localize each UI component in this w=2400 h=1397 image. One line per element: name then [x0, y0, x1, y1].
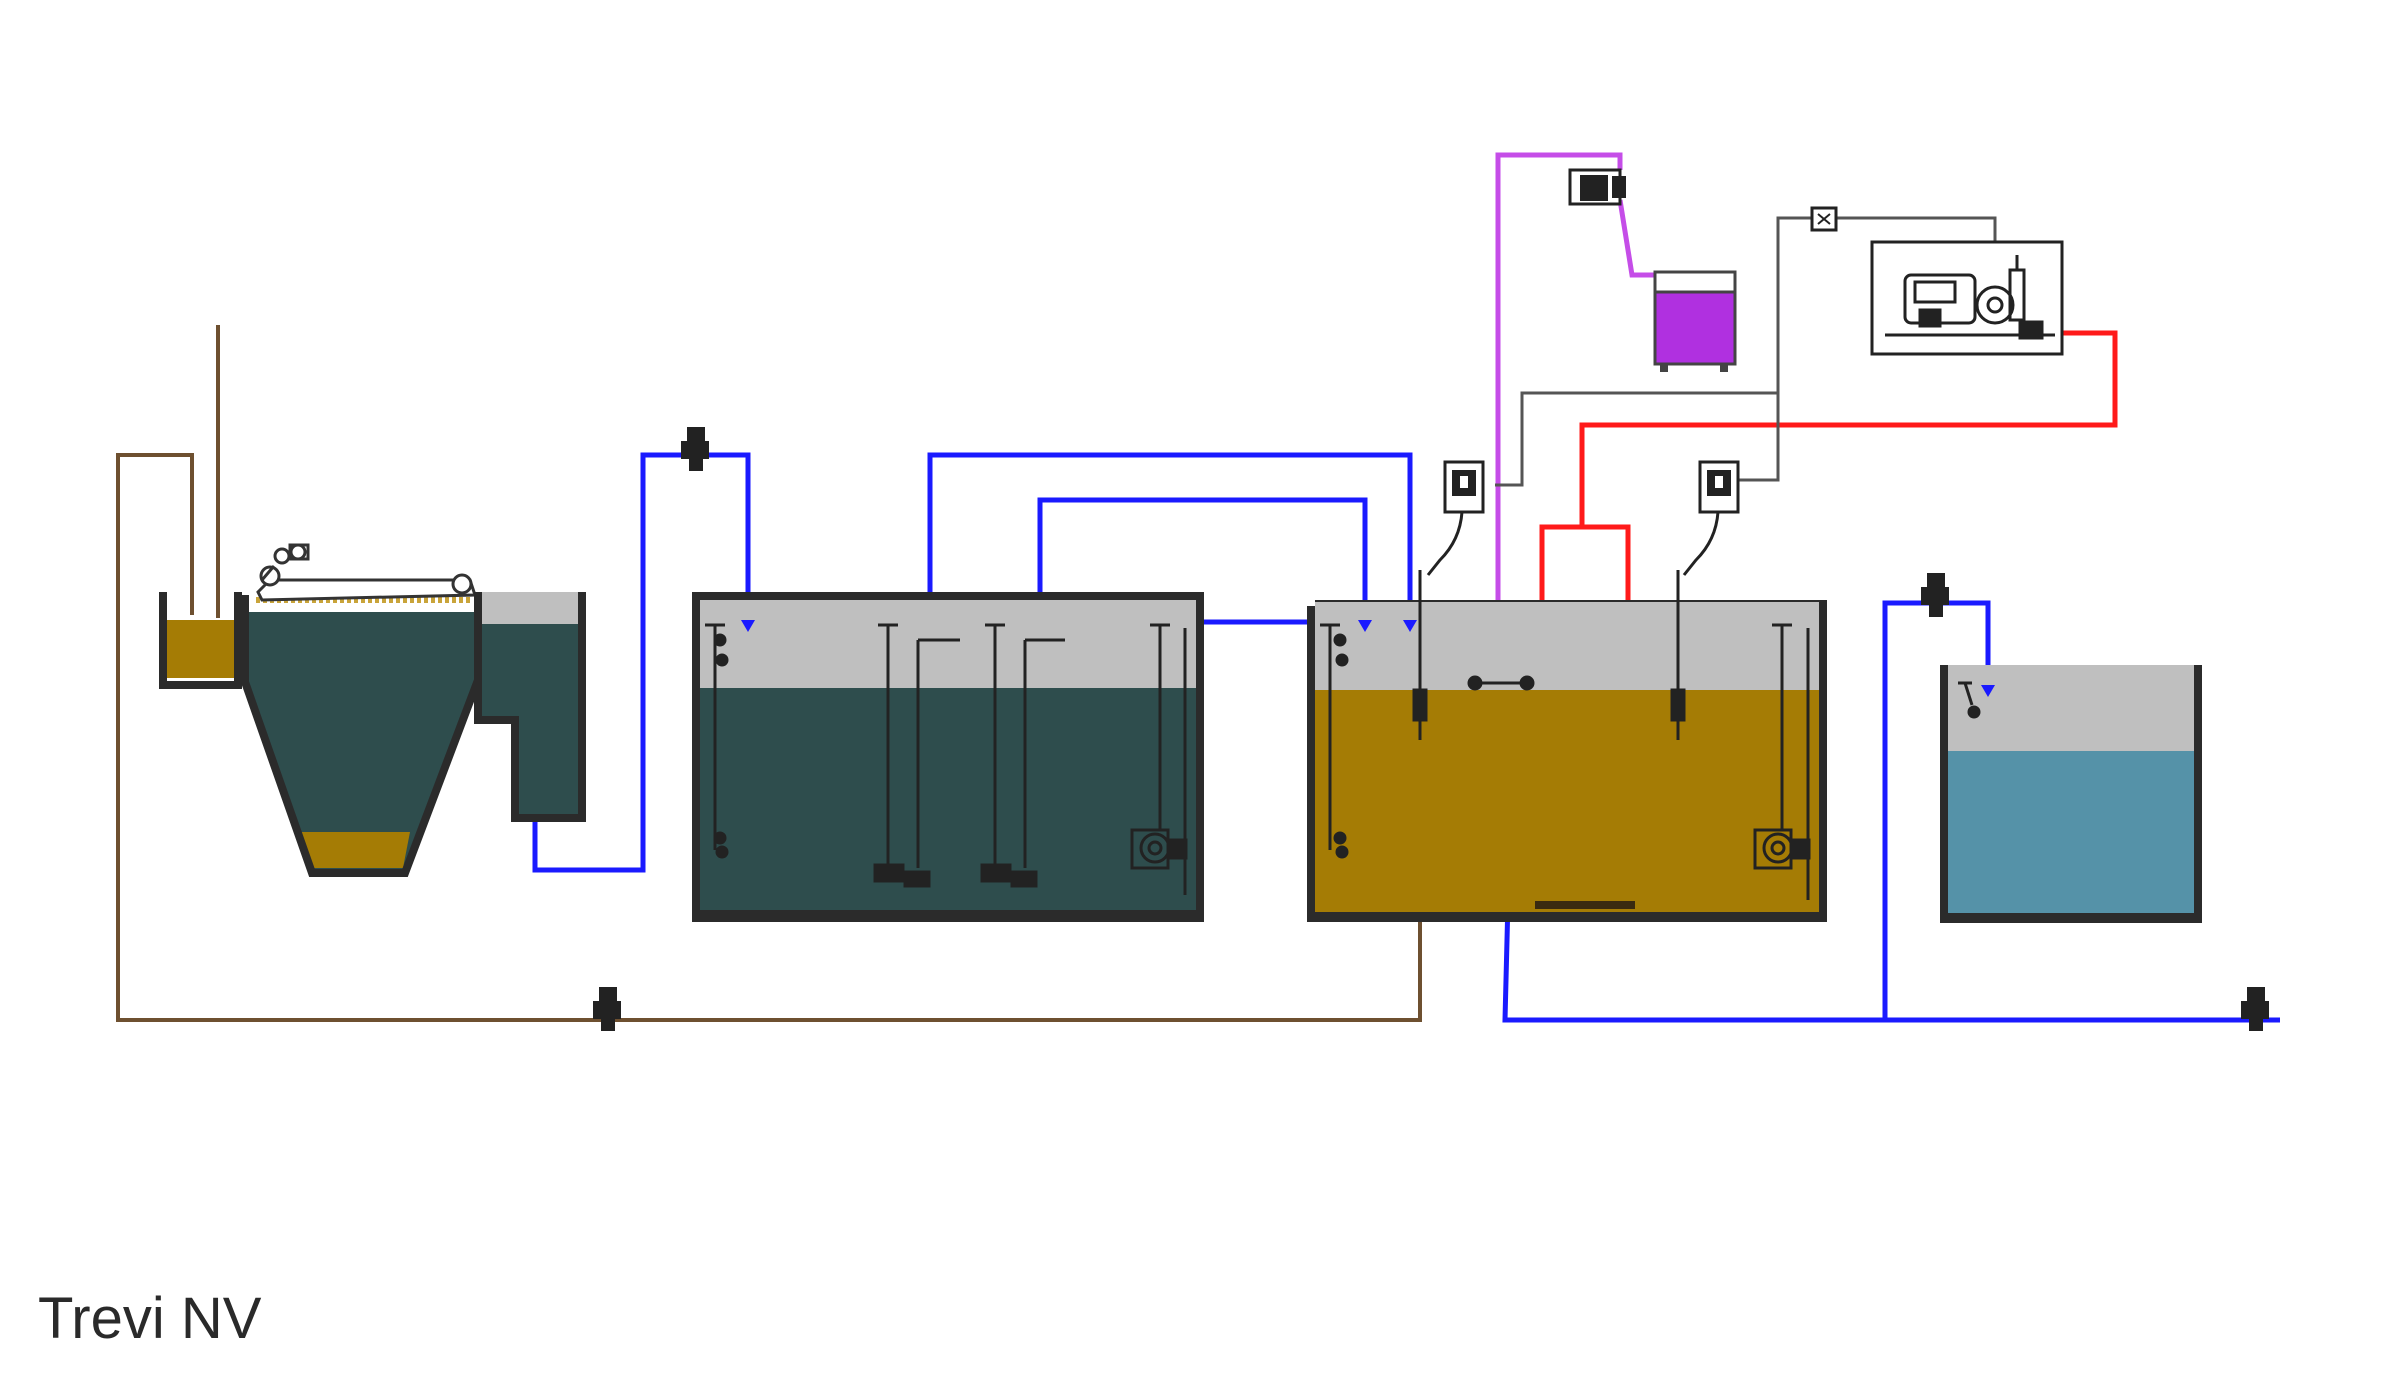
inlet-chamber: [159, 592, 242, 689]
screen-icon: [260, 543, 310, 581]
blower-icon: [1870, 240, 2064, 356]
dosing-pump-icon: [1568, 168, 1626, 206]
float-switch-icon: [1958, 681, 1981, 719]
chemical-tank: [1653, 270, 1737, 372]
float-switch-icon: [713, 633, 729, 859]
probe-icon: [1412, 570, 1428, 740]
aeration-reactor: [1305, 598, 1827, 922]
clean-water-tank: [1940, 665, 2202, 923]
float-switch-icon: [1333, 633, 1349, 859]
flow-arrows: [741, 620, 1995, 697]
controller-right: [1682, 460, 1740, 576]
pump-icon: [1753, 828, 1811, 870]
primary-settler: [241, 595, 482, 877]
mixer-icon: [873, 863, 1038, 888]
primary-effluent-tank: [474, 592, 586, 822]
valve-icon: [1921, 573, 1949, 617]
control-panel-icon: [1810, 206, 1838, 232]
buffer-tank: [692, 592, 1204, 922]
tank2-equipment: [705, 623, 1188, 895]
probe-icon: [1670, 570, 1686, 740]
screen-unit: [256, 543, 478, 603]
controller-left: [1426, 460, 1485, 576]
valve-icon: [593, 987, 621, 1031]
pump-icon: [1130, 828, 1188, 870]
valve-icon: [2241, 987, 2269, 1031]
tank3-equipment: [1320, 570, 1811, 900]
sludge-return-line: [116, 325, 1422, 1022]
valve-icon: [681, 427, 709, 471]
company-caption: Trevi NV: [38, 1286, 262, 1351]
chemical-injector-icon: [1467, 675, 1535, 691]
